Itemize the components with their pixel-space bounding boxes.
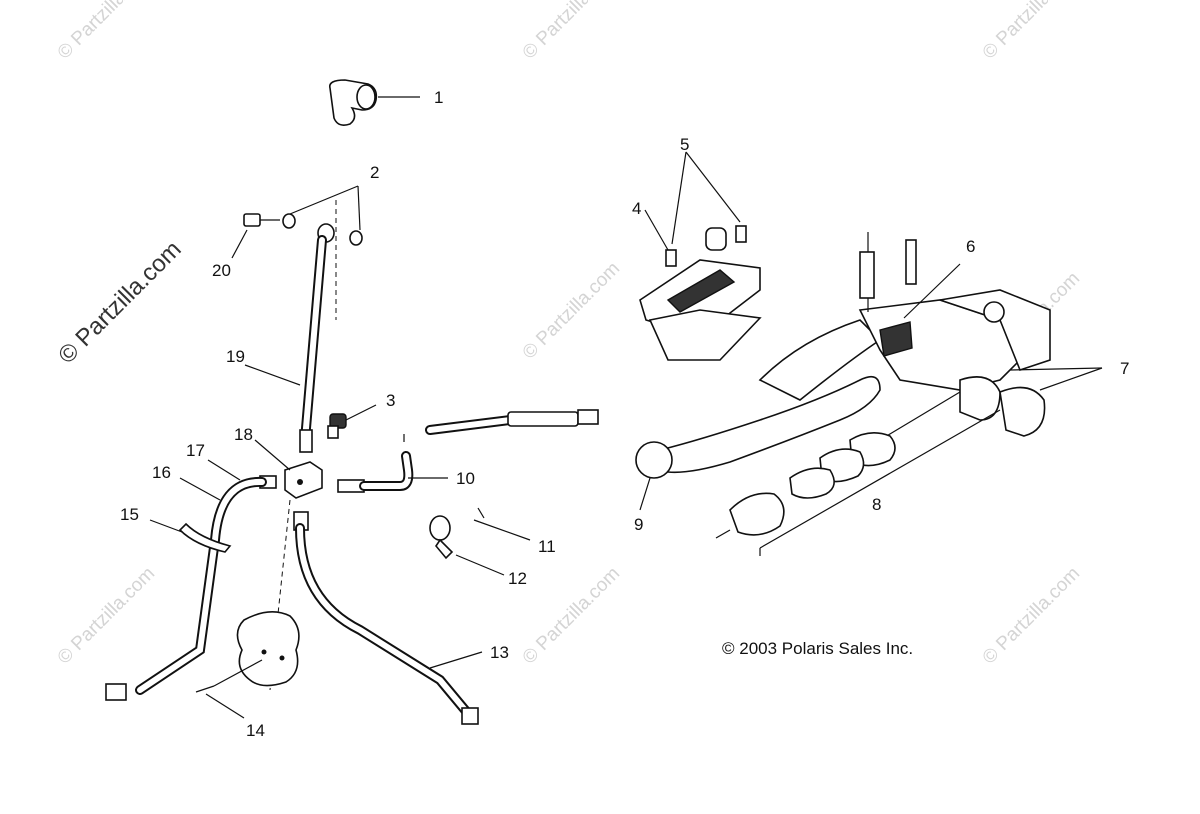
callout-7: 7 [1120,359,1129,378]
part-14-bracket [195,611,300,719]
callout-20: 20 [212,261,231,280]
callout-15: 15 [120,505,139,524]
part-19-hose [244,235,327,453]
callout-4: 4 [632,199,641,218]
part-7-clamp [959,367,1103,437]
master-cylinder-lever [635,232,1051,479]
callout-10: 10 [456,469,475,488]
callout-12: 12 [508,569,527,588]
callout-17: 17 [186,441,205,460]
watermark: © Partzilla.com [519,0,624,64]
copyright-text: © 2003 Polaris Sales Inc. [722,639,913,658]
watermark: © Partzilla.com [519,563,624,668]
callout-9: 9 [634,515,643,534]
watermark: © Partzilla.com [979,563,1084,668]
callout-13: 13 [490,643,509,662]
part-8-piston [715,391,1001,556]
brake-line-upper [425,409,599,435]
callout-3: 3 [386,391,395,410]
part-4-5-cover [639,151,762,361]
part-18-block [254,439,323,691]
callouts: 1 2 3 4 5 6 7 8 9 10 11 12 13 14 15 16 1… [120,88,1129,740]
callout-19: 19 [226,347,245,366]
part-3-switch [327,404,377,439]
callout-16: 16 [152,463,171,482]
callout-18: 18 [234,425,253,444]
watermark-main: © Partzilla.com [53,236,186,369]
callout-2: 2 [370,163,379,182]
part-10-line [337,434,448,493]
part-9-leader [639,477,651,511]
callout-14: 14 [246,721,265,740]
callout-5: 5 [680,135,689,154]
callout-11: 11 [538,537,556,556]
callout-1: 1 [434,88,443,107]
part-6-pin [903,263,961,319]
part-11-12-clamp [429,507,531,576]
watermark: © Partzilla.com [54,0,159,64]
callout-6: 6 [966,237,975,256]
part-2-washers [231,185,363,320]
watermark: © Partzilla.com [54,563,159,668]
part-13-hose [293,511,483,725]
watermark: © Partzilla.com [519,258,624,363]
part-1-tee [329,79,420,126]
callout-8: 8 [872,495,881,514]
part-16-17-hose [105,459,277,701]
watermark: © Partzilla.com [979,0,1084,64]
